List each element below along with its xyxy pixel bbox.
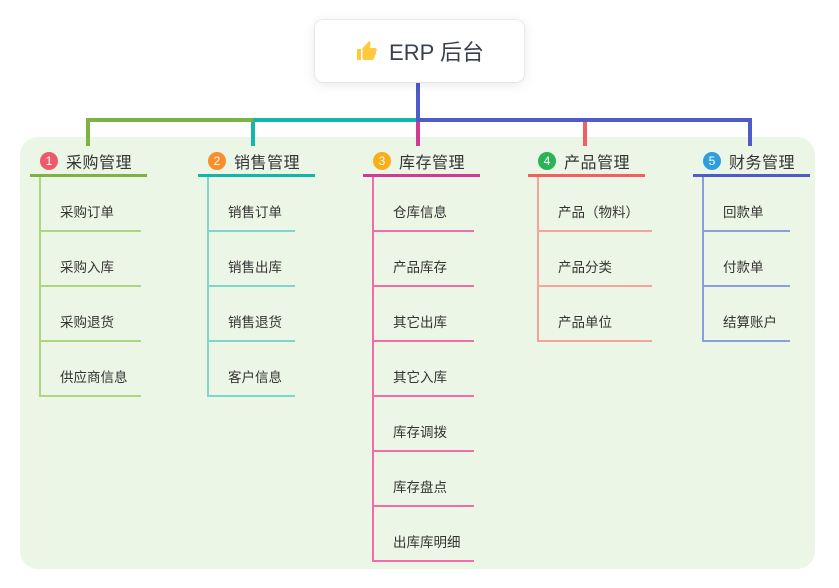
child-label: 库存盘点 <box>393 480 447 495</box>
branch-drop-line <box>748 122 752 146</box>
child-node[interactable]: 销售订单 <box>209 177 295 232</box>
child-node[interactable]: 产品分类 <box>539 232 652 287</box>
branch-column: 5 财务管理回款单付款单结算账户 <box>693 148 810 342</box>
branch-children: 采购订单采购入库采购退货供应商信息 <box>39 177 141 397</box>
branch-number-badge: 3 <box>373 152 391 170</box>
child-label: 出库库明细 <box>393 535 461 550</box>
branch-number-badge: 5 <box>703 152 721 170</box>
branch-node[interactable]: 1 采购管理 <box>30 148 147 177</box>
child-node[interactable]: 出库库明细 <box>374 507 474 562</box>
child-node[interactable]: 采购入库 <box>41 232 141 287</box>
branch-label: 产品管理 <box>564 155 631 172</box>
child-node[interactable]: 库存盘点 <box>374 452 474 507</box>
child-label: 产品库存 <box>393 260 447 275</box>
child-node[interactable]: 库存调拨 <box>374 397 474 452</box>
connector-bus-segment <box>416 118 752 122</box>
branch-number-badge: 4 <box>538 152 556 170</box>
branch-drop-line <box>251 122 255 146</box>
branch-children: 仓库信息产品库存其它出库其它入库库存调拨库存盘点出库库明细 <box>372 177 474 562</box>
child-label: 付款单 <box>723 260 764 275</box>
child-label: 其它入库 <box>393 370 447 385</box>
child-node[interactable]: 供应商信息 <box>41 342 141 397</box>
branch-drop-line <box>416 122 420 146</box>
connector-bus-segment <box>253 118 418 122</box>
child-node[interactable]: 客户信息 <box>209 342 295 397</box>
child-label: 产品分类 <box>558 260 612 275</box>
branch-node[interactable]: 4 产品管理 <box>528 148 645 177</box>
child-node[interactable]: 销售出库 <box>209 232 295 287</box>
branch-column: 3 库存管理仓库信息产品库存其它出库其它入库库存调拨库存盘点出库库明细 <box>363 148 480 562</box>
child-label: 采购入库 <box>60 260 114 275</box>
child-node[interactable]: 仓库信息 <box>374 177 474 232</box>
branch-column: 2 销售管理销售订单销售出库销售退货客户信息 <box>198 148 315 397</box>
root-connector-line <box>416 82 420 122</box>
branch-label: 销售管理 <box>234 155 301 172</box>
child-node[interactable]: 结算账户 <box>704 287 790 342</box>
branch-column: 4 产品管理产品（物料） 产品分类产品单位 <box>528 148 652 342</box>
child-label: 产品单位 <box>558 315 612 330</box>
child-label: 销售订单 <box>228 205 282 220</box>
child-node[interactable]: 其它入库 <box>374 342 474 397</box>
branch-children: 销售订单销售出库销售退货客户信息 <box>207 177 295 397</box>
child-node[interactable]: 其它出库 <box>374 287 474 342</box>
child-label: 仓库信息 <box>393 205 447 220</box>
child-label: 其它出库 <box>393 315 447 330</box>
child-label: 供应商信息 <box>60 370 128 385</box>
child-node[interactable]: 销售退货 <box>209 287 295 342</box>
child-node[interactable]: 回款单 <box>704 177 790 232</box>
child-label: 回款单 <box>723 205 764 220</box>
branch-children: 回款单付款单结算账户 <box>702 177 790 342</box>
branch-node[interactable]: 5 财务管理 <box>693 148 810 177</box>
branch-drop-line <box>86 122 90 146</box>
branch-node[interactable]: 2 销售管理 <box>198 148 315 177</box>
branch-number-badge: 2 <box>208 152 226 170</box>
child-node[interactable]: 产品单位 <box>539 287 652 342</box>
branch-label: 财务管理 <box>729 155 796 172</box>
child-node[interactable]: 付款单 <box>704 232 790 287</box>
branch-column: 1 采购管理采购订单采购入库采购退货供应商信息 <box>30 148 147 397</box>
thumbs-up-icon <box>355 39 379 63</box>
child-node[interactable]: 产品库存 <box>374 232 474 287</box>
root-node[interactable]: ERP 后台 <box>315 20 524 82</box>
child-label: 采购退货 <box>60 315 114 330</box>
branch-label: 库存管理 <box>399 155 466 172</box>
child-label: 库存调拨 <box>393 425 447 440</box>
connector-bus-segment <box>86 118 255 122</box>
branch-number-badge: 1 <box>40 152 58 170</box>
child-label: 采购订单 <box>60 205 114 220</box>
child-label: 产品（物料） <box>558 205 639 220</box>
branch-children: 产品（物料） 产品分类产品单位 <box>537 177 652 342</box>
child-node[interactable]: 采购退货 <box>41 287 141 342</box>
child-node[interactable]: 产品（物料） <box>539 177 652 232</box>
mindmap-background-panel <box>20 137 815 569</box>
child-label: 结算账户 <box>723 315 777 330</box>
child-label: 销售出库 <box>228 260 282 275</box>
child-label: 销售退货 <box>228 315 282 330</box>
branch-node[interactable]: 3 库存管理 <box>363 148 480 177</box>
branch-label: 采购管理 <box>66 155 133 172</box>
child-label: 客户信息 <box>228 370 282 385</box>
branch-drop-line <box>583 122 587 146</box>
root-label: ERP 后台 <box>389 40 484 65</box>
child-node[interactable]: 采购订单 <box>41 177 141 232</box>
